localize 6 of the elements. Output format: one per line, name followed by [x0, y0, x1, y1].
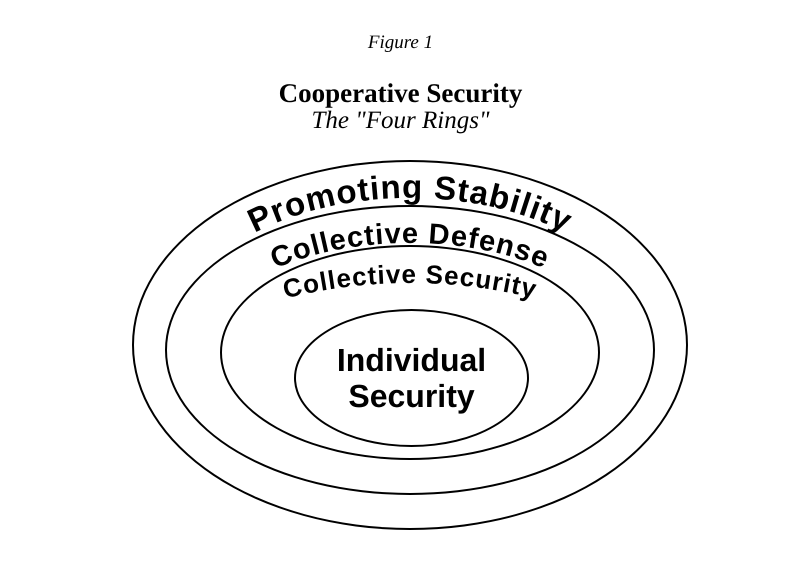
ellipse-ring [132, 160, 688, 530]
ellipse-ring [294, 309, 529, 447]
ring-label: Individual Security [336, 342, 488, 414]
title: Cooperative Security [278, 78, 522, 108]
subtitle: The "Four Rings" [312, 107, 490, 134]
figure-number: Figure 1 [368, 32, 434, 53]
